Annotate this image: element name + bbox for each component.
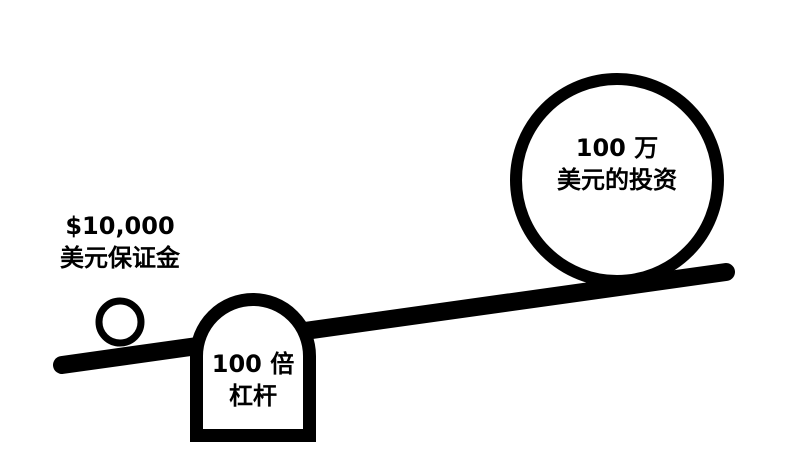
fulcrum-line1: 100 倍 (211, 350, 295, 378)
fulcrum-line2: 杠杆 (229, 382, 277, 410)
small-margin-circle (95, 297, 145, 347)
investment-line1: 100 万 (575, 134, 659, 162)
margin-text: 美元保证金 (60, 244, 180, 272)
lever-beam (53, 263, 735, 374)
investment-line2: 美元的投资 (557, 166, 677, 194)
fulcrum (190, 293, 316, 442)
investment-label: 100 万 美元的投资 (537, 132, 697, 196)
large-investment-circle (510, 73, 724, 287)
margin-amount: $10,000 (65, 212, 175, 240)
margin-label: $10,000 美元保证金 (30, 210, 210, 274)
fulcrum-label: 100 倍 杠杆 (203, 348, 303, 412)
